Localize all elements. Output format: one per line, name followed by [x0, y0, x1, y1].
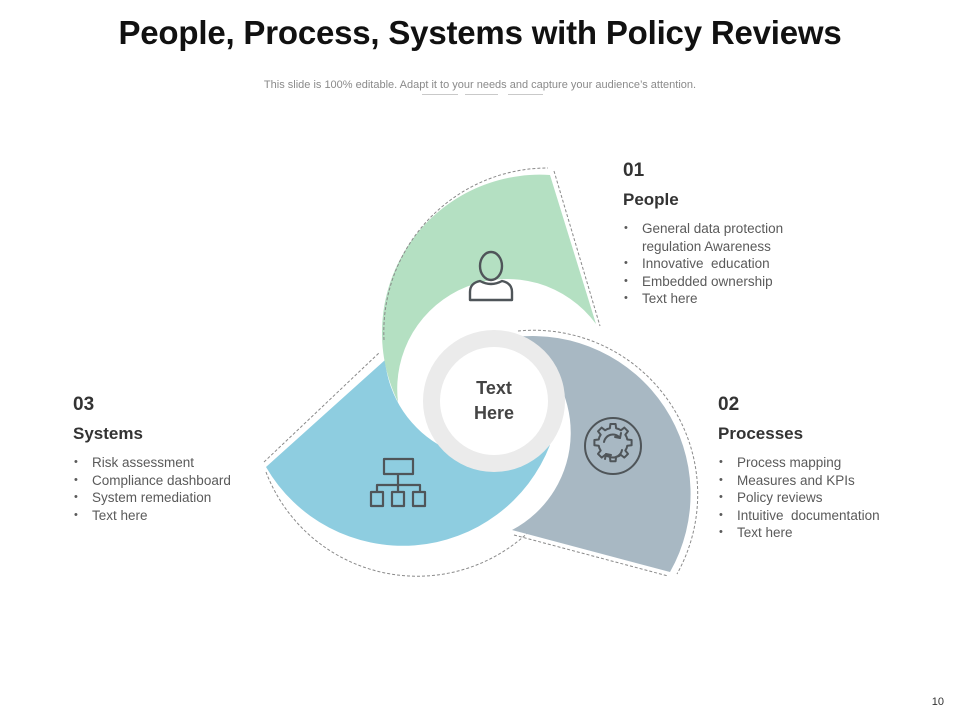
systems-bullet: System remediation	[73, 489, 273, 507]
slide-title: People, Process, Systems with Policy Rev…	[118, 14, 842, 51]
processes-bullet: Policy reviews	[718, 489, 938, 507]
people-bullet: Text here	[623, 290, 843, 308]
processes-bullet: Measures and KPIs	[718, 472, 938, 490]
systems-bullet: Compliance dashboard	[73, 472, 273, 490]
center-label-text: Text Here	[473, 378, 515, 423]
systems-block: 03 Systems Risk assessment Compliance da…	[73, 394, 273, 524]
people-title: People	[623, 190, 679, 209]
segment-processes-shape	[512, 336, 691, 572]
processes-number: 02	[718, 394, 740, 415]
processes-bullet-list: Process mapping Measures and KPIs Policy…	[718, 454, 938, 542]
segment-people	[381, 167, 601, 402]
people-bullet: Innovative education	[623, 255, 843, 273]
processes-bullet: Process mapping	[718, 454, 938, 472]
slide-subtitle: This slide is 100% editable. Adapt it to…	[263, 79, 697, 91]
segment-systems	[263, 351, 550, 577]
segment-people-shape	[381, 174, 596, 402]
systems-bullet: Risk assessment	[73, 454, 273, 472]
systems-title: Systems	[73, 424, 143, 443]
systems-bullet-list: Risk assessment Compliance dashboard Sys…	[73, 454, 273, 524]
processes-bullet: Text here	[718, 524, 938, 542]
center-label: Text Here	[445, 376, 543, 426]
people-block: 01 People General data protection regula…	[623, 160, 843, 308]
subtitle-underlines	[420, 94, 550, 96]
processes-block: 02 Processes Process mapping Measures an…	[718, 394, 938, 542]
people-bullet-list: General data protection regulation Aware…	[623, 220, 843, 308]
systems-number: 03	[73, 394, 95, 415]
processes-bullet: Intuitive documentation	[718, 507, 938, 525]
person-icon	[468, 250, 514, 302]
systems-bullet: Text here	[73, 507, 273, 525]
gear-icon	[584, 417, 642, 475]
page-number: 10	[931, 696, 944, 708]
people-number: 01	[623, 160, 645, 181]
people-bullet: Embedded ownership	[623, 273, 843, 291]
segment-systems-shape	[266, 360, 550, 546]
center-disc	[440, 347, 548, 455]
segment-processes	[512, 329, 699, 577]
processes-title: Processes	[718, 424, 804, 443]
hierarchy-icon	[369, 457, 427, 508]
people-bullet: General data protection regulation Aware…	[623, 220, 843, 255]
